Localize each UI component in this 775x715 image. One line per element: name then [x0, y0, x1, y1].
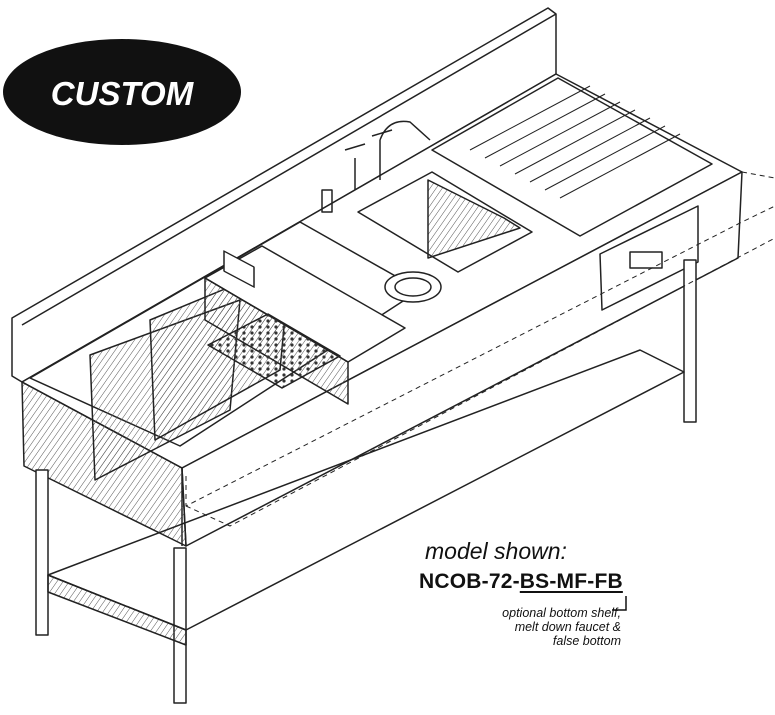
model-options: BS-MF-FB [519, 570, 623, 593]
model-number: NCOB-72-BS-MF-FB [419, 570, 623, 594]
option-note: melt down faucet & [514, 620, 621, 634]
option-note: optional bottom shelf, [502, 606, 621, 620]
drainboard [431, 77, 713, 237]
unit-drawing [11, 7, 775, 704]
option-notes: optional bottom shelf, melt down faucet … [405, 606, 621, 648]
drain-icon [384, 271, 442, 303]
legs [35, 259, 697, 704]
faucet-icon [321, 120, 431, 213]
custom-badge: CUSTOM [3, 39, 241, 145]
option-note: false bottom [552, 634, 621, 648]
note-bracket [612, 596, 627, 611]
model-shown-label: model shown: [425, 538, 567, 564]
model-prefix: NCOB-72- [419, 570, 520, 593]
bottle-rack [207, 313, 341, 389]
custom-badge-text: CUSTOM [51, 75, 195, 112]
